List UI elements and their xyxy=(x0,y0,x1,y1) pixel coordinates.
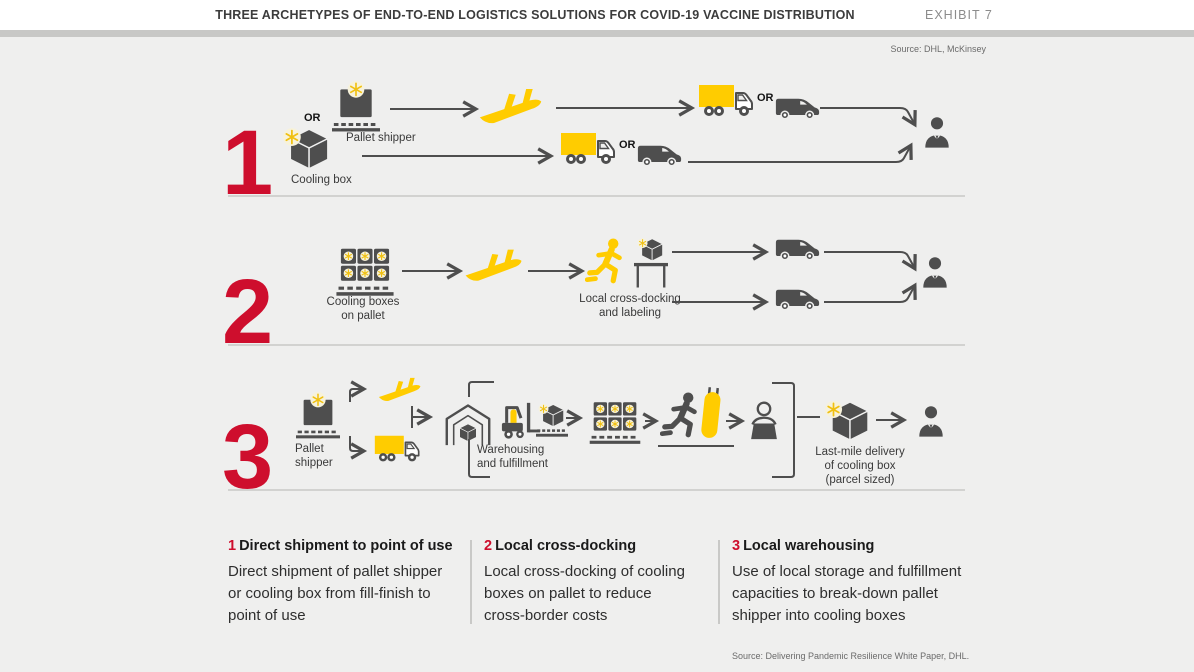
van-icon xyxy=(637,139,682,167)
legend-1-number: 1 xyxy=(228,538,237,554)
pallet-shipper-label: Pallet shipper xyxy=(295,443,333,469)
exhibit-label: EXHIBIT 7 xyxy=(925,8,993,22)
yellow-truck-icon xyxy=(698,82,756,120)
pallet-shipper-icon xyxy=(296,390,340,440)
cross-docking-label: Local cross-docking and labeling xyxy=(579,293,681,319)
yellow-truck-icon xyxy=(374,433,422,465)
pallet-icon xyxy=(536,429,568,437)
row-1-divider xyxy=(228,195,965,197)
pallet-shipper-icon xyxy=(332,78,380,134)
warehouse-icon xyxy=(444,399,492,447)
forklift-icon xyxy=(500,399,540,441)
cooling-boxes-pallet-icon xyxy=(589,399,641,445)
legend-2-body: Local cross-docking of cooling boxes on … xyxy=(484,563,685,624)
cooling-box-label: Cooling box xyxy=(291,174,352,186)
cooling-box-icon xyxy=(538,402,566,428)
yellow-truck-icon xyxy=(560,130,618,168)
legend-divider xyxy=(718,540,720,624)
archetype-3-number: 3 xyxy=(222,406,274,508)
row-3-divider xyxy=(228,489,965,491)
cooling-box-icon xyxy=(824,398,872,442)
archetype-2-number: 2 xyxy=(222,261,274,363)
header-divider xyxy=(0,30,1194,37)
recipient-person-icon xyxy=(918,405,944,437)
or-label: OR xyxy=(304,112,321,124)
legend-2-number: 2 xyxy=(484,538,493,554)
legend-3-title: Local warehousing xyxy=(743,538,875,554)
airplane-icon xyxy=(377,375,423,405)
van-icon xyxy=(775,233,820,261)
last-mile-label: Last-mile delivery of cooling box (parce… xyxy=(815,446,905,486)
warehousing-label: Warehousing and fulfillment xyxy=(477,444,548,470)
legend-2-title: Local cross-docking xyxy=(495,538,637,554)
van-icon xyxy=(775,283,820,311)
legend-1-body: Direct shipment of pallet shipper or coo… xyxy=(228,563,443,624)
counter-person-icon xyxy=(748,399,780,441)
recipient-person-icon xyxy=(922,256,948,288)
row-2-divider xyxy=(228,344,965,346)
cooling-box-icon xyxy=(282,125,332,171)
legend-3-body: Use of local storage and fulfillment cap… xyxy=(732,563,962,624)
or-label: OR xyxy=(619,139,636,151)
airplane-icon xyxy=(463,246,525,286)
van-icon xyxy=(775,92,820,120)
running-worker-icon xyxy=(585,238,631,288)
legend-1-title: Direct shipment to point of use xyxy=(239,538,453,554)
recipient-person-icon xyxy=(924,116,950,148)
labeling-stand-icon xyxy=(634,236,668,288)
cooling-boxes-pallet-icon xyxy=(336,245,394,297)
page-title: THREE ARCHETYPES OF END-TO-END LOGISTICS… xyxy=(215,8,855,22)
source-top-label: Source: DHL, McKinsey xyxy=(890,44,986,54)
cooling-boxes-pallet-label: Cooling boxes on pallet xyxy=(326,296,400,322)
legend-divider xyxy=(470,540,472,624)
pallet-shipper-label: Pallet shipper xyxy=(346,132,416,144)
source-bottom-label: Source: Delivering Pandemic Resilience W… xyxy=(732,651,970,661)
archetype-1-number: 1 xyxy=(222,112,274,214)
legend-3-number: 3 xyxy=(732,538,741,554)
airplane-icon xyxy=(477,85,545,129)
or-label: OR xyxy=(757,92,774,104)
